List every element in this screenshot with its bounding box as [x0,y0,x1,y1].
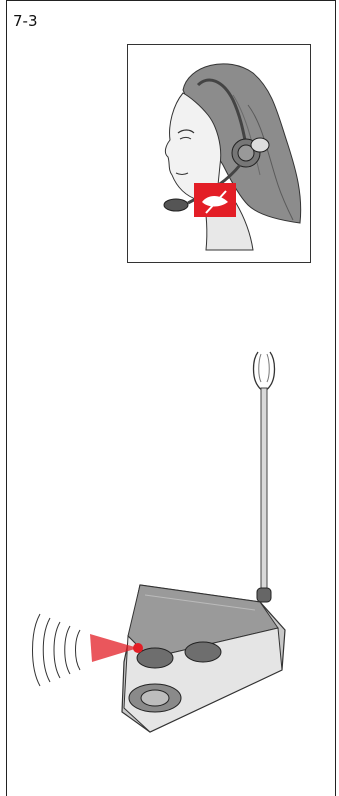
base-unit-illustration [30,340,300,780]
base-unit-drawing [30,340,300,780]
headset-mute-illustration [127,44,311,263]
step-label: 7-3 [13,12,38,30]
head-drawing [128,45,310,262]
